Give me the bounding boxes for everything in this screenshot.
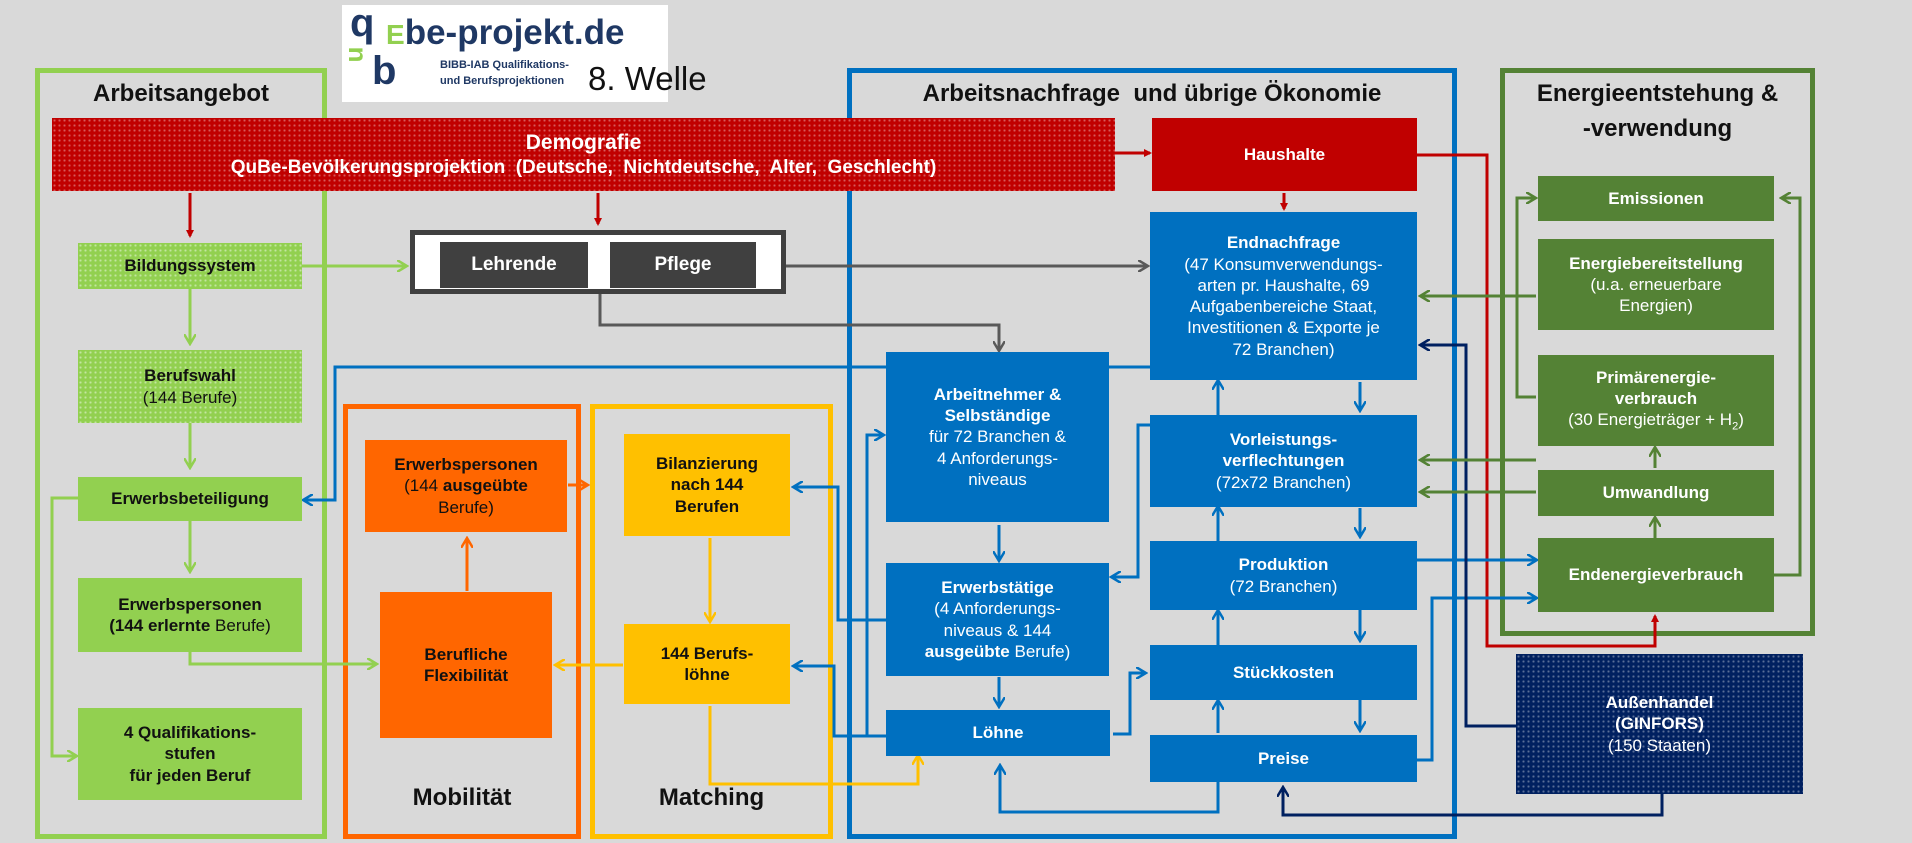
logo-letter-q: q [350,1,375,45]
box-berufliche-flexibilitaet: Berufliche Flexibilität [380,592,552,738]
logo-subtitle-2: und Berufsprojektionen [440,75,565,87]
frame-arbeitsnachfrage [847,68,1457,839]
qube-logo: q u b Ebe-projekt.de BIBB-IAB Qualifikat… [338,1,668,102]
box-endenergieverbrauch: Endenergieverbrauch [1538,538,1774,612]
header-mobilitaet: Mobilität [412,784,512,811]
header-energie-1: Energieentstehung & [1536,80,1779,107]
box-berufswahl: Berufswahl (144 Berufe) [78,350,302,423]
box-endnachfrage: Endnachfrage (47 Konsumverwendungs- arte… [1150,212,1417,380]
box-bildungssystem: Bildungssystem [78,243,302,289]
box-aussenhandel: Außenhandel (GINFORS) (150 Staaten) [1516,654,1803,794]
box-erwerbspersonen-ausgeuebt: Erwerbspersonen (144 ausgeübte Berufe) [365,440,567,532]
box-emissionen: Emissionen [1538,176,1774,221]
logo-brand: Ebe-projekt.de [386,13,625,52]
frame-mobilitaet [343,404,581,839]
header-arbeitsnachfrage: Arbeitsnachfrage und übrige Ökonomie [922,80,1382,107]
box-primaerenergieverbrauch: Primärenergie- verbrauch (30 Energieträg… [1538,355,1774,446]
box-preise: Preise [1150,735,1417,782]
logo-letter-b: b [372,49,397,93]
logo-mark: q u b [338,1,400,99]
box-energiebereitstellung: Energiebereitstellung (u.a. erneuerbare … [1538,239,1774,330]
box-erwerbsbeteiligung: Erwerbsbeteiligung [78,477,302,521]
box-umwandlung: Umwandlung [1538,470,1774,516]
header-arbeitsangebot: Arbeitsangebot [92,80,269,107]
box-stueckkosten: Stückkosten [1150,645,1417,700]
box-pflege: Pflege [610,242,756,288]
frame-arbeitsangebot [35,68,327,839]
wave-label: 8. Welle [588,60,707,97]
header-energie-2: -verwendung [1582,115,1733,142]
box-haushalte: Haushalte [1152,118,1417,191]
box-berufsloehne: 144 Berufs- löhne [624,624,790,704]
box-demografie: Demografie QuBe-Bevölkerungsprojektion (… [52,118,1115,191]
box-produktion: Produktion (72 Branchen) [1150,541,1417,610]
logo-subtitle-1: BIBB-IAB Qualifikations- [440,59,569,71]
logo-letter-e: E [386,19,405,50]
box-erwerbspersonen-erlernt: Erwerbspersonen (144 erlernte Berufe) [78,578,302,652]
box-lehrende: Lehrende [440,242,588,288]
box-vorleistungsverflechtungen: Vorleistungs- verflechtungen (72x72 Bran… [1150,415,1417,507]
header-matching: Matching [658,784,765,811]
box-bilanzierung: Bilanzierung nach 144 Berufen [624,434,790,536]
box-erwerbstaetige: Erwerbstätige (4 Anforderungs- niveaus &… [886,563,1109,676]
frame-matching [590,404,833,839]
box-loehne: Löhne [886,710,1110,756]
box-qualifikationsstufen: 4 Qualifikations- stufen für jeden Beruf [78,708,302,800]
frame-energie [1500,68,1815,636]
box-arbeitnehmer-selbstaendige: Arbeitnehmer & Selbständige für 72 Branc… [886,352,1109,522]
